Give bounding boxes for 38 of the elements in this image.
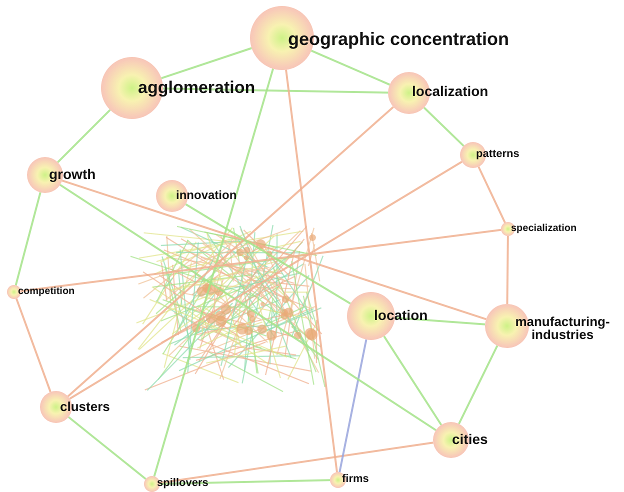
connection-line bbox=[15, 298, 52, 392]
connection-line bbox=[478, 166, 506, 224]
connection-line bbox=[310, 50, 390, 86]
connection-line bbox=[458, 345, 498, 424]
connection-line bbox=[57, 109, 111, 163]
keyword-label: specialization bbox=[511, 224, 577, 234]
keyword-label: firms bbox=[342, 474, 369, 485]
connection-line bbox=[14, 192, 42, 286]
connection-line bbox=[160, 442, 434, 484]
connection-line bbox=[67, 106, 394, 398]
keyword-label: patterns bbox=[476, 149, 520, 160]
connection-line bbox=[69, 160, 462, 400]
connection-line bbox=[60, 184, 436, 431]
connection-line bbox=[162, 88, 388, 94]
connection-line bbox=[506, 236, 509, 304]
keyword-label: competition bbox=[18, 287, 75, 297]
connection-line bbox=[285, 70, 338, 472]
keyword-label: cities bbox=[452, 432, 488, 446]
connection-line bbox=[394, 316, 486, 326]
keyword-label: manufacturing-industries bbox=[514, 315, 611, 341]
keyword-label: innovation bbox=[176, 189, 237, 201]
connection-line bbox=[338, 339, 368, 472]
keyword-label: geographic concentration bbox=[288, 30, 510, 48]
keyword-label: agglomeration bbox=[138, 79, 256, 96]
connection-line bbox=[68, 416, 146, 480]
keyword-label: clusters bbox=[60, 400, 110, 413]
connection-line bbox=[161, 47, 252, 80]
connection-line bbox=[383, 336, 442, 426]
connection-line bbox=[20, 228, 502, 292]
connection-line bbox=[185, 203, 351, 304]
connection-line bbox=[153, 68, 274, 477]
keyword-label: growth bbox=[49, 167, 96, 181]
connection-line bbox=[423, 106, 464, 147]
keyword-label: localization bbox=[412, 84, 488, 98]
keyword-label: location bbox=[374, 308, 428, 322]
keyword-label: spillovers bbox=[157, 478, 208, 489]
connection-line bbox=[160, 479, 330, 485]
connection-line bbox=[62, 180, 486, 320]
